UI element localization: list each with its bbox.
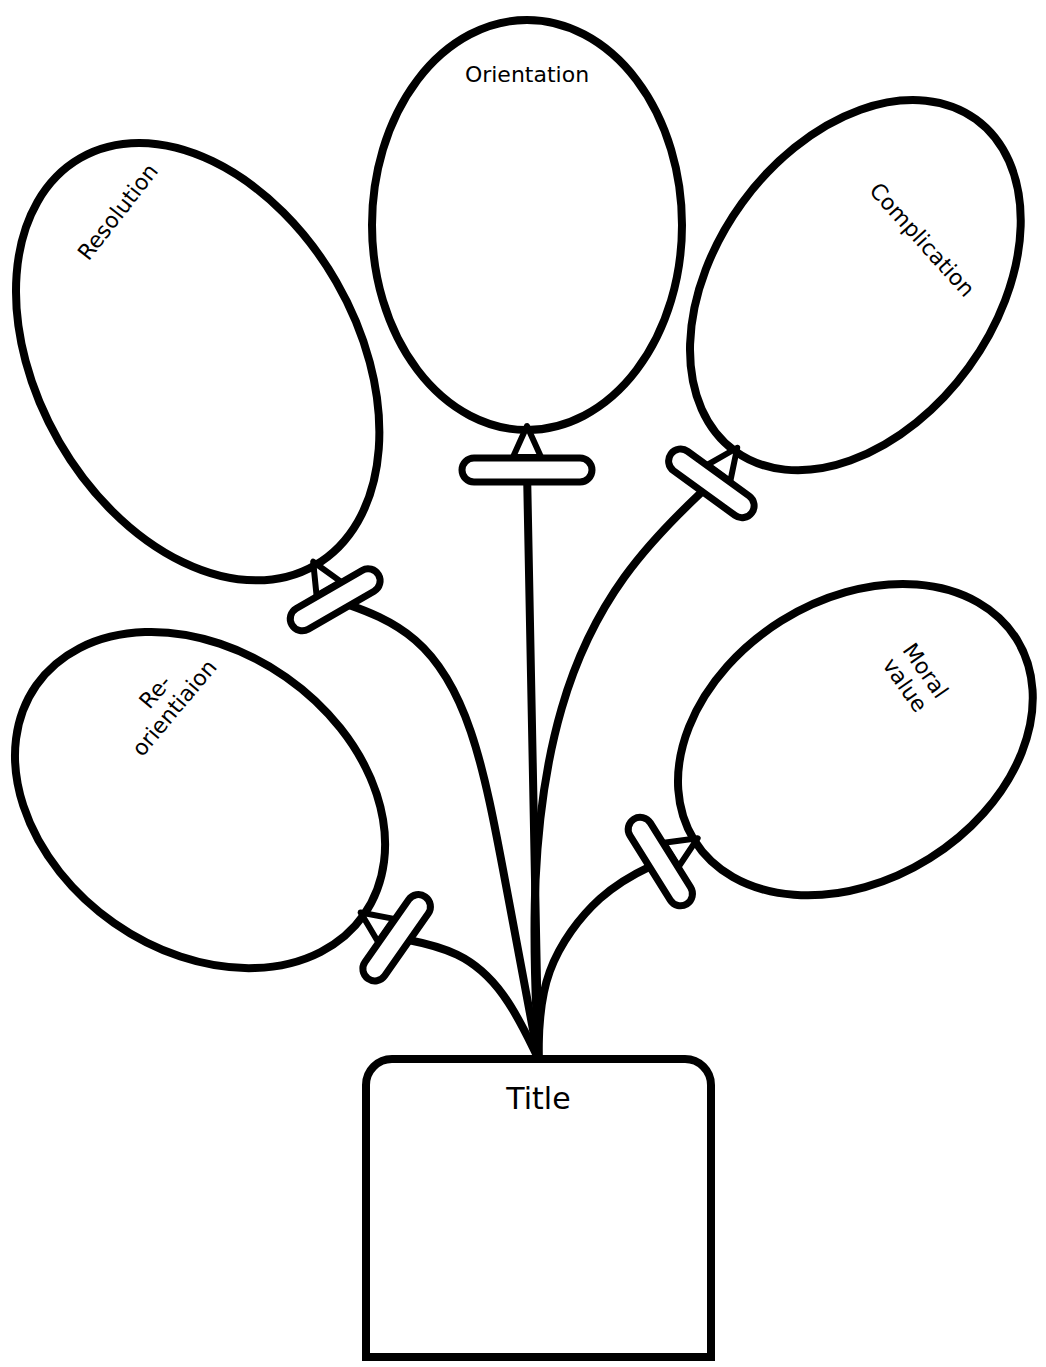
balloon-clip [663,444,758,522]
balloon-group [576,521,1046,987]
balloon: Orientation [372,20,682,430]
balloon-shape [678,584,1033,895]
balloon-knot [513,426,541,457]
balloon-string [397,938,539,1059]
balloon-outline [0,562,450,1037]
balloon: Resolution [16,143,379,580]
balloon-group [372,20,682,482]
title-box: Title [362,1055,715,1361]
balloon-string [539,862,660,1059]
balloon-group [0,562,492,1067]
balloon: Moral value [678,584,1033,895]
balloon-outline [620,521,1046,960]
balloon-outline [0,78,454,645]
balloon-label: Orientation [465,62,589,87]
balloon-clip [358,890,435,986]
balloon-group [591,37,1046,575]
balloon-outline [621,37,1046,533]
balloon-clip [286,565,385,636]
balloon-outline [372,20,682,430]
title-label: Title [370,1063,707,1116]
balloon: Complication [690,100,1021,470]
balloon: Re- orientiaion [15,632,385,968]
balloon-group [0,78,480,690]
balloon-shape [16,143,379,580]
balloon-clip [462,458,592,482]
balloon-clip [623,813,696,911]
